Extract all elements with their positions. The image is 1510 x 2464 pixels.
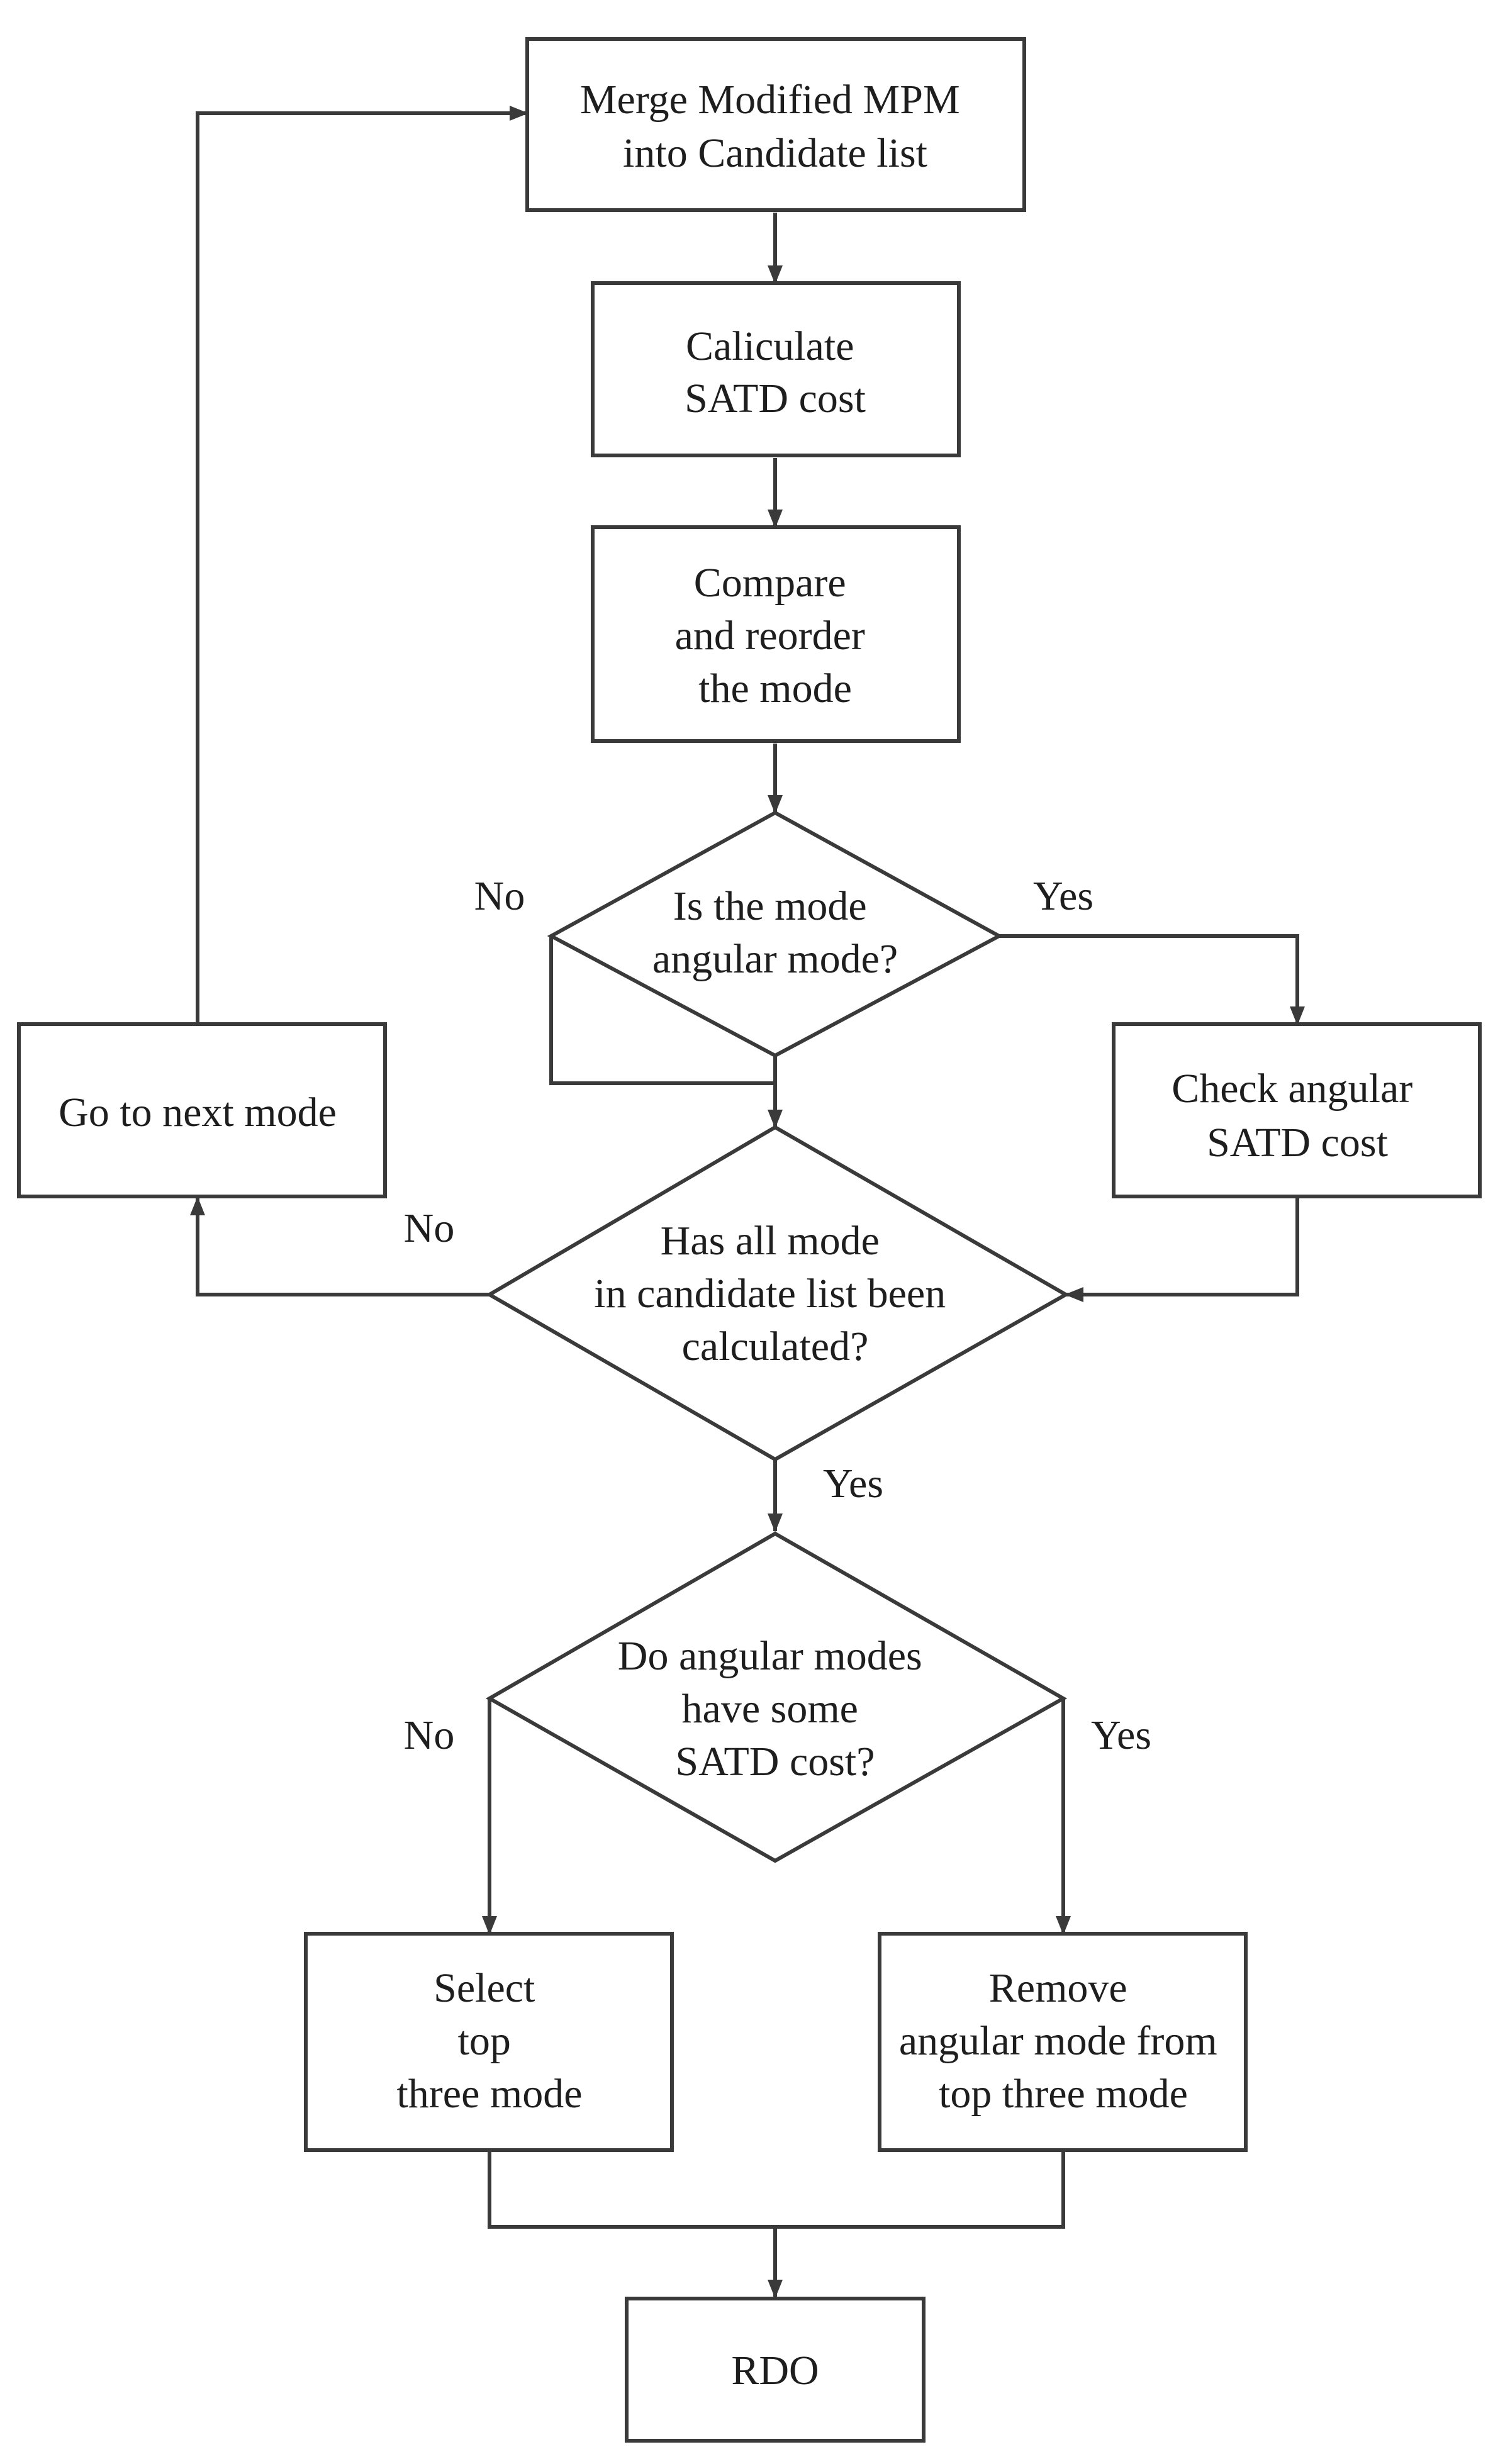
all-calculated-label: Has all mode in candidate list been calc… (594, 1218, 956, 1369)
all-calculated-decision: Has all mode in candidate list been calc… (486, 1125, 1070, 1462)
connectors (190, 106, 1305, 2297)
compare-reorder-box: Compare and reorder the mode (591, 525, 961, 743)
is-angular-decision: Is the mode angular mode? (547, 810, 1004, 1058)
is-angular-yes-label: Yes (1033, 873, 1093, 919)
edge-labels: No Yes No Yes No Yes (404, 873, 1151, 1758)
remove-angular-label: Remove angular mode from top three mode (899, 1965, 1228, 2117)
arrow-angular-yes-to-check-satd (999, 934, 1305, 1025)
angular-same-cost-no-label: No (404, 1712, 455, 1758)
arrow-merge-to-rdo (488, 2150, 1065, 2297)
remove-angular-box: Remove angular mode from top three mode (878, 1932, 1248, 2152)
is-angular-label: Is the mode angular mode? (652, 883, 898, 982)
select-top-three-box: Select top three mode (304, 1932, 674, 2152)
merge-mpm-label: Merge Modified MPM into Candidate list (580, 77, 970, 176)
angular-same-cost-decision: Do angular modes have some SATD cost? (485, 1531, 1068, 1863)
check-angular-satd-label: Check angular SATD cost (1172, 1066, 1423, 1166)
merge-mpm-box: Merge Modified MPM into Candidate list (525, 37, 1026, 212)
all-calculated-yes-label: Yes (823, 1461, 883, 1507)
arrow-next-mode-to-merge (196, 106, 528, 1024)
arrow-all-calculated-no-to-next-mode (190, 1196, 489, 1296)
arrow-check-satd-to-all-calculated (1065, 1196, 1299, 1302)
select-top-three-label: Select top three mode (396, 1965, 582, 2117)
all-calculated-no-label: No (404, 1205, 455, 1251)
go-next-mode-label: Go to next mode (59, 1090, 337, 1135)
go-next-mode-box: Go to next mode (17, 1022, 387, 1198)
arrow-angular-no-to-all-calculated (549, 936, 775, 1127)
calculate-satd-label: Caliculate SATD cost (685, 323, 866, 421)
rdo-label: RDO (731, 2348, 819, 2394)
compare-reorder-label: Compare and reorder the mode (675, 560, 876, 711)
angular-same-cost-label: Do angular modes have some SATD cost? (618, 1633, 932, 1785)
calculate-satd-box: Caliculate SATD cost (591, 281, 961, 457)
is-angular-no-label: No (474, 873, 525, 919)
rdo-box: RDO (625, 2297, 926, 2443)
check-angular-satd-box: Check angular SATD cost (1112, 1022, 1482, 1198)
angular-same-cost-yes-label: Yes (1091, 1712, 1151, 1758)
